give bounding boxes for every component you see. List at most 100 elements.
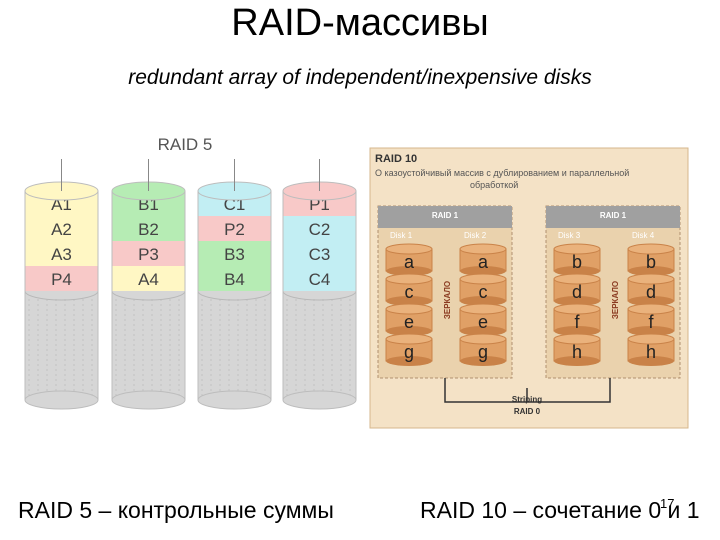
mirror-label: ЗЕРКАЛО [611, 281, 620, 319]
raid1-header [546, 206, 680, 228]
raid10-block-label: c [479, 282, 488, 302]
raid10-block-top [385, 273, 433, 285]
raid5-block-label: A3 [51, 245, 72, 264]
raid10-block-top [385, 333, 433, 345]
raid10-description-2: обработкой [470, 180, 518, 190]
raid10-block-bottom [386, 296, 432, 306]
raid0-label: RAID 0 [514, 407, 541, 416]
raid10-block-label: d [572, 282, 582, 302]
block-separator [111, 290, 186, 301]
raid10-block-bottom [386, 356, 432, 366]
raid5-block [112, 266, 185, 291]
raid5-block-label: P2 [224, 220, 245, 239]
raid10-description: О казоустойчивый массив с дублированием … [375, 168, 629, 178]
raid5-block-label: P4 [51, 270, 72, 289]
raid10-block-top [459, 333, 507, 345]
block-separator [282, 290, 357, 301]
raid5-block-label: C4 [309, 270, 331, 289]
raid5-block-label: A4 [138, 270, 159, 289]
raid10-block-bottom [386, 266, 432, 276]
disk-bottom [24, 390, 99, 410]
raid10-block-label: h [572, 342, 582, 362]
disk-bottom [197, 390, 272, 410]
raid10-block-label: a [404, 252, 415, 272]
raid10-block-label: g [478, 342, 488, 362]
raid10-block-label: e [404, 312, 414, 332]
raid10-block-bottom [554, 266, 600, 276]
raid10-block-label: g [404, 342, 414, 362]
raid5-label: RAID 5 [158, 135, 213, 154]
block-separator [24, 290, 99, 301]
raid5-block-label: B3 [224, 245, 245, 264]
raid10-block-top [627, 333, 675, 345]
raid5-block [198, 216, 271, 241]
raid10-block-label: e [478, 312, 488, 332]
raid5-block [283, 266, 356, 291]
raid10-block-bottom [460, 266, 506, 276]
raid5-block [112, 241, 185, 266]
raid1-header [378, 206, 512, 228]
raid5-block-label: B2 [138, 220, 159, 239]
raid10-block-top [627, 303, 675, 315]
raid10-disk-label: Disk 4 [632, 231, 655, 240]
raid10-block-top [385, 243, 433, 255]
raid10-block-label: f [574, 312, 580, 332]
raid10-block-bottom [554, 326, 600, 336]
raid10-block-label: b [646, 252, 656, 272]
raid5-block [25, 241, 98, 266]
raid1-label: RAID 1 [600, 211, 627, 220]
raid10-block-bottom [460, 356, 506, 366]
raid5-block [25, 266, 98, 291]
raid10-block-top [627, 273, 675, 285]
raid5-block-label: P3 [138, 245, 159, 264]
slide-subtitle: redundant array of independent/inexpensi… [128, 66, 592, 89]
raid5-block [198, 241, 271, 266]
raid5-block-label: A2 [51, 220, 72, 239]
raid10-block-top [553, 303, 601, 315]
raid10-disk-label: Disk 2 [464, 231, 487, 240]
raid10-title: RAID 10 [375, 153, 417, 165]
raid10-block-top [459, 273, 507, 285]
disk-bottom [282, 390, 357, 410]
raid10-block-bottom [460, 296, 506, 306]
raid1-label: RAID 1 [432, 211, 459, 220]
raid10-block-bottom [628, 326, 674, 336]
raid10-block-label: h [646, 342, 656, 362]
raid10-block-label: d [646, 282, 656, 302]
disk-bottom [111, 390, 186, 410]
raid10-block-top [459, 303, 507, 315]
raid10-block-label: c [405, 282, 414, 302]
raid10-block-bottom [460, 326, 506, 336]
caption-raid5: RAID 5 – контрольные суммы [18, 497, 334, 523]
slide-number: 17 [660, 496, 675, 511]
raid5-block-label: C2 [309, 220, 331, 239]
raid10-disk-label: Disk 1 [390, 231, 413, 240]
raid5-block [25, 216, 98, 241]
raid5-block [112, 216, 185, 241]
raid10-block-label: a [478, 252, 489, 272]
slide-title: RAID-массивы [231, 2, 489, 44]
raid10-block-top [459, 243, 507, 255]
raid10-block-bottom [554, 356, 600, 366]
raid10-block-label: b [572, 252, 582, 272]
raid5-block-label: C3 [309, 245, 331, 264]
raid10-block-top [553, 243, 601, 255]
caption-raid10: RAID 10 – сочетание 0 и 1 [420, 497, 700, 523]
raid5-block [198, 266, 271, 291]
raid10-disk-label: Disk 3 [558, 231, 581, 240]
raid10-block-top [553, 273, 601, 285]
raid5-block [283, 216, 356, 241]
raid10-block-top [553, 333, 601, 345]
raid10-block-bottom [628, 266, 674, 276]
raid10-block-bottom [554, 296, 600, 306]
